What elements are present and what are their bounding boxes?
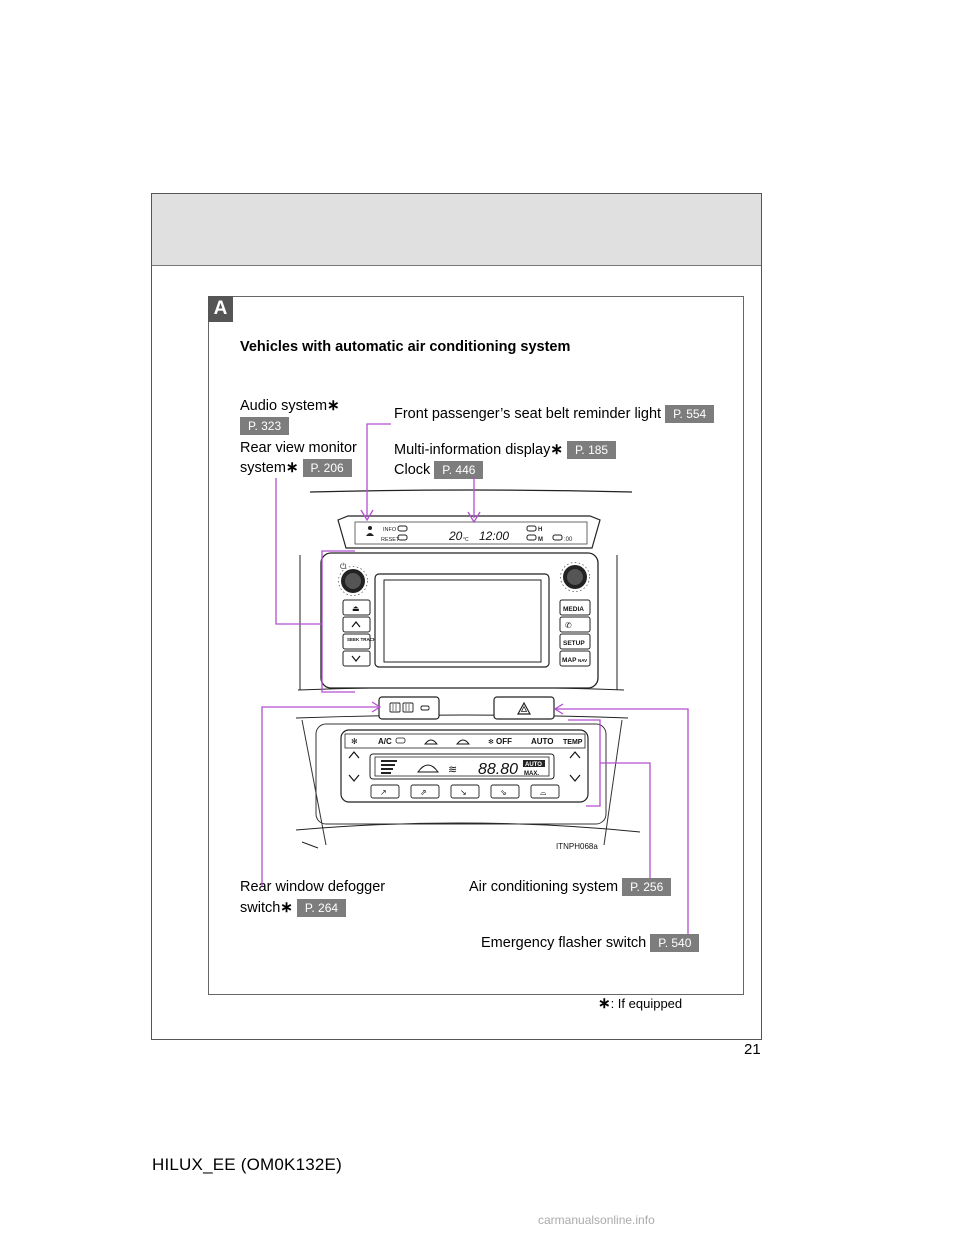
clock-page-ref[interactable]: P. 446: [434, 461, 484, 480]
rear-view-monitor-callout: system∗ P. 206: [240, 459, 352, 478]
figure-heading: Vehicles with automatic air conditioning…: [240, 339, 571, 355]
hazard-triangle-icon: [516, 701, 532, 715]
asterisk-icon: ∗: [598, 995, 611, 1012]
defogger-callout: switch∗ P. 264: [240, 899, 347, 918]
mode-bilevel-button: [410, 784, 440, 799]
minute-button-label: M: [538, 537, 543, 543]
audio-system-label: Audio system: [240, 398, 328, 414]
leader-lines: [261, 423, 689, 934]
asterisk-icon: ∗: [550, 441, 563, 458]
watermark: carmanualsonline.info: [538, 1213, 655, 1227]
seat-belt-callout: Front passenger’s seat belt reminder lig…: [394, 405, 715, 424]
rear-view-monitor-page-ref[interactable]: P. 206: [302, 459, 352, 478]
media-button-label: MEDIA: [563, 606, 584, 613]
hour-button-label: H: [538, 527, 542, 533]
info-label: INFO: [383, 527, 397, 533]
mode-feet-defrost-button: [490, 784, 520, 799]
footnote: ∗: If equipped: [598, 994, 682, 1012]
emergency-flasher-switch: [493, 696, 555, 720]
svg-text:⏻: ⏻: [340, 562, 347, 571]
auto-button-label: AUTO: [531, 737, 554, 746]
down-arrow-icon: [351, 655, 361, 662]
max-indicator: MAX.: [524, 771, 539, 777]
audio-system-callout: Audio system∗: [240, 397, 340, 415]
clock-readout: 12:00: [479, 529, 509, 543]
recirculate-icon: [424, 739, 438, 745]
temp-down-icon: [569, 774, 581, 782]
phone-icon: ✆: [565, 621, 572, 630]
tune-scroll-knob: [560, 562, 590, 592]
page-number: 21: [744, 1041, 761, 1058]
svg-text:⇗: ⇗: [420, 788, 427, 797]
flasher-label: Emergency flasher switch: [481, 935, 647, 951]
airflow-icon: ≋: [448, 764, 457, 776]
seek-track-label: SEEK TRACK: [347, 637, 377, 642]
flasher-callout: Emergency flasher switch P. 540: [481, 934, 700, 953]
seat-belt-page-ref[interactable]: P. 554: [665, 405, 715, 424]
temp-label: TEMP: [563, 739, 583, 746]
eject-icon: ⏏: [352, 604, 360, 613]
temp-unit: °C: [463, 537, 469, 543]
fan-icon: ✻: [351, 737, 358, 746]
mode-face-button: [370, 784, 400, 799]
defogger-icon: [389, 702, 414, 713]
seat-belt-label: Front passenger’s seat belt reminder lig…: [394, 406, 662, 422]
up-arrow-icon: [351, 621, 361, 628]
zero-button-label: :00: [564, 537, 573, 543]
section-label: A: [208, 296, 233, 322]
mode-feet-button: [450, 784, 480, 799]
footnote-text: : If equipped: [610, 996, 683, 1011]
aircon-callout: Air conditioning system P. 256: [469, 878, 672, 897]
ac-temp-readout: 88.80: [478, 761, 518, 778]
audio-system-page-ref[interactable]: P. 323: [240, 417, 290, 436]
defogger-page-ref[interactable]: P. 264: [296, 899, 347, 918]
defogger-label: Rear window defogger: [240, 879, 386, 895]
svg-text:⇘: ⇘: [500, 788, 507, 797]
asterisk-icon: ∗: [280, 899, 293, 916]
nav-button-label: NAV: [578, 658, 587, 663]
multi-info-label: Multi-information display: [394, 442, 551, 458]
svg-text:↘: ↘: [460, 788, 467, 797]
figure-box: [208, 296, 744, 995]
fan-off-label: OFF: [496, 737, 512, 746]
clock-label: Clock: [394, 462, 431, 478]
asterisk-icon: ∗: [285, 459, 299, 476]
windshield-defrost-button: [530, 784, 560, 799]
reset-label: RESET: [381, 537, 400, 543]
asterisk-icon: ∗: [327, 397, 340, 414]
map-button-label: MAP: [562, 657, 577, 664]
svg-text:✻: ✻: [488, 738, 494, 746]
power-volume-knob: ⏻: [338, 562, 368, 596]
setup-button-label: SETUP: [563, 640, 585, 647]
temp-up-icon: [569, 751, 581, 759]
svg-text:↗: ↗: [380, 788, 387, 797]
multi-info-page-ref[interactable]: P. 185: [566, 441, 617, 460]
clock-callout: Clock P. 446: [394, 461, 484, 480]
fan-level-bars-icon: [381, 760, 397, 774]
ac-button-label: A/C: [378, 737, 392, 746]
defogger-label-2: switch: [240, 900, 281, 916]
page-frame: [151, 193, 762, 1040]
fan-up-icon: [348, 751, 360, 759]
aircon-label: Air conditioning system: [469, 879, 619, 895]
rear-view-monitor-label: Rear view monitor: [240, 440, 357, 456]
temp-readout: 20: [448, 529, 463, 543]
svg-text:⌓: ⌓: [540, 788, 547, 797]
seat-belt-reminder-icon: [366, 526, 374, 536]
image-code: ITNPH068a: [556, 842, 598, 851]
document-footer: HILUX_EE (OM0K132E): [152, 1155, 342, 1174]
fresh-air-icon: [456, 739, 470, 745]
rear-view-monitor-label-2: system: [240, 460, 286, 476]
frame-header: [152, 194, 761, 266]
auto-indicator: AUTO: [525, 762, 542, 768]
multi-info-callout: Multi-information display∗ P. 185: [394, 441, 617, 460]
car-icon: [417, 764, 439, 773]
flasher-page-ref[interactable]: P. 540: [650, 934, 700, 953]
aircon-page-ref[interactable]: P. 256: [622, 878, 672, 897]
fan-down-icon: [348, 774, 360, 782]
